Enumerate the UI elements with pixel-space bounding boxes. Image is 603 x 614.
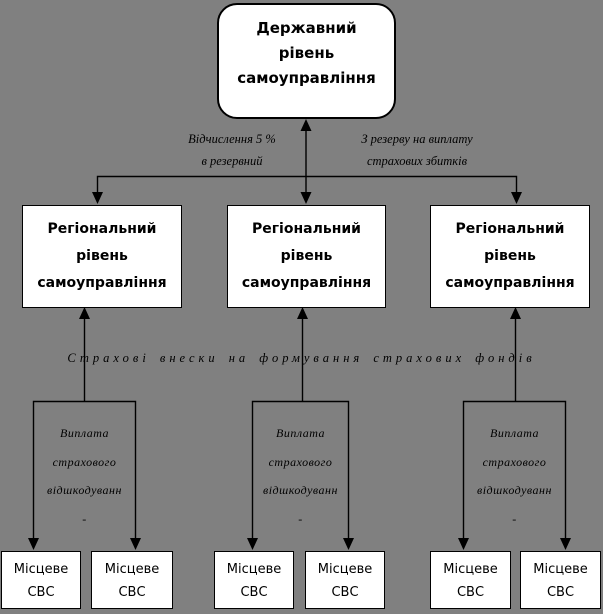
local-svs-box-3: Місцеве СВС bbox=[214, 551, 294, 609]
regional-level-box-3: Регіональний рівень самоуправління bbox=[430, 205, 590, 308]
payout-label-3: Виплата страхового відшкодуванн - bbox=[477, 426, 552, 526]
local-svs-box-6: Місцеве СВС bbox=[520, 551, 601, 609]
reserve-payout-label: З резерву на виплату страхових збитків bbox=[361, 132, 473, 168]
state-level-line: рівень bbox=[278, 44, 335, 62]
local-svs-box-5: Місцеве СВС bbox=[430, 551, 511, 609]
regional-level-box-1: Регіональний рівень самоуправління bbox=[22, 205, 182, 308]
local-svs-box-2: Місцеве СВС bbox=[91, 551, 173, 609]
regional-level-box-2: Регіональний рівень самоуправління bbox=[227, 205, 386, 308]
contributions-label: Страхові внески на формування страхових … bbox=[67, 351, 536, 365]
state-level-box: Державний рівень самоуправління bbox=[217, 3, 396, 119]
payout-label-2: Виплата страхового відшкодуванн - bbox=[263, 426, 338, 526]
local-svs-box-1: Місцеве СВС bbox=[1, 551, 81, 609]
local-svs-box-4: Місцеве СВС bbox=[305, 551, 385, 609]
state-level-line: самоуправління bbox=[237, 69, 376, 87]
payout-label-1: Виплата страхового відшкодуванн - bbox=[47, 426, 122, 526]
state-level-line: Державний bbox=[256, 19, 357, 37]
reserve-deduction-label: Відчислення 5 % в резервний bbox=[188, 132, 276, 168]
